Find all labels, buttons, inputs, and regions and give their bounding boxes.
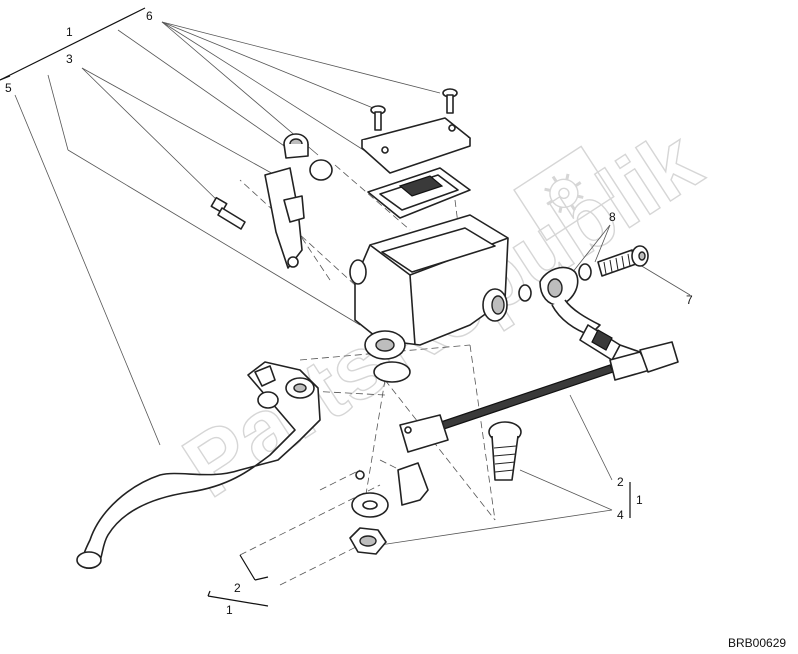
reservoir-cover: [361, 117, 471, 174]
banjo-washer-right: [578, 263, 592, 281]
callout-2-bottom: 2: [234, 581, 241, 595]
lock-nut: [349, 527, 387, 555]
callout-4-right: 4: [617, 508, 624, 522]
top-bracket: [0, 7, 146, 81]
switch-bracket: [355, 462, 429, 506]
brake-light-switch: [399, 341, 679, 453]
leader-lines: [14, 21, 691, 546]
callout-3-top: 3: [66, 52, 73, 66]
callout-7-right: 7: [686, 293, 693, 307]
handlebar-clamp: [264, 167, 305, 269]
screw-6-left: [370, 105, 386, 131]
callout-2-right: 2: [617, 475, 624, 489]
callout-8-right: 8: [609, 210, 616, 224]
bottom-bracket: [207, 554, 269, 607]
clamp-bolt: [210, 196, 246, 230]
brake-lever: [76, 361, 321, 569]
banjo-bolt: [597, 245, 649, 277]
callout-1-right: 1: [636, 493, 643, 507]
master-cylinder: [349, 214, 509, 383]
banjo-washer-left: [518, 284, 532, 302]
screw-6-right: [442, 88, 458, 114]
banjo-fitting: [539, 266, 601, 336]
bushing: [283, 133, 309, 159]
callout-1-top: 1: [66, 25, 73, 39]
callout-1-bottom: 1: [226, 603, 233, 617]
gear-icon: [513, 145, 615, 242]
callout-6-top: 6: [146, 9, 153, 23]
washer: [351, 492, 389, 518]
o-ring: [309, 159, 333, 181]
callout-5-left: 5: [5, 81, 12, 95]
drawing-code: BRB00629: [728, 636, 786, 650]
diaphragm: [367, 167, 471, 219]
pivot-bolt: [488, 421, 522, 481]
